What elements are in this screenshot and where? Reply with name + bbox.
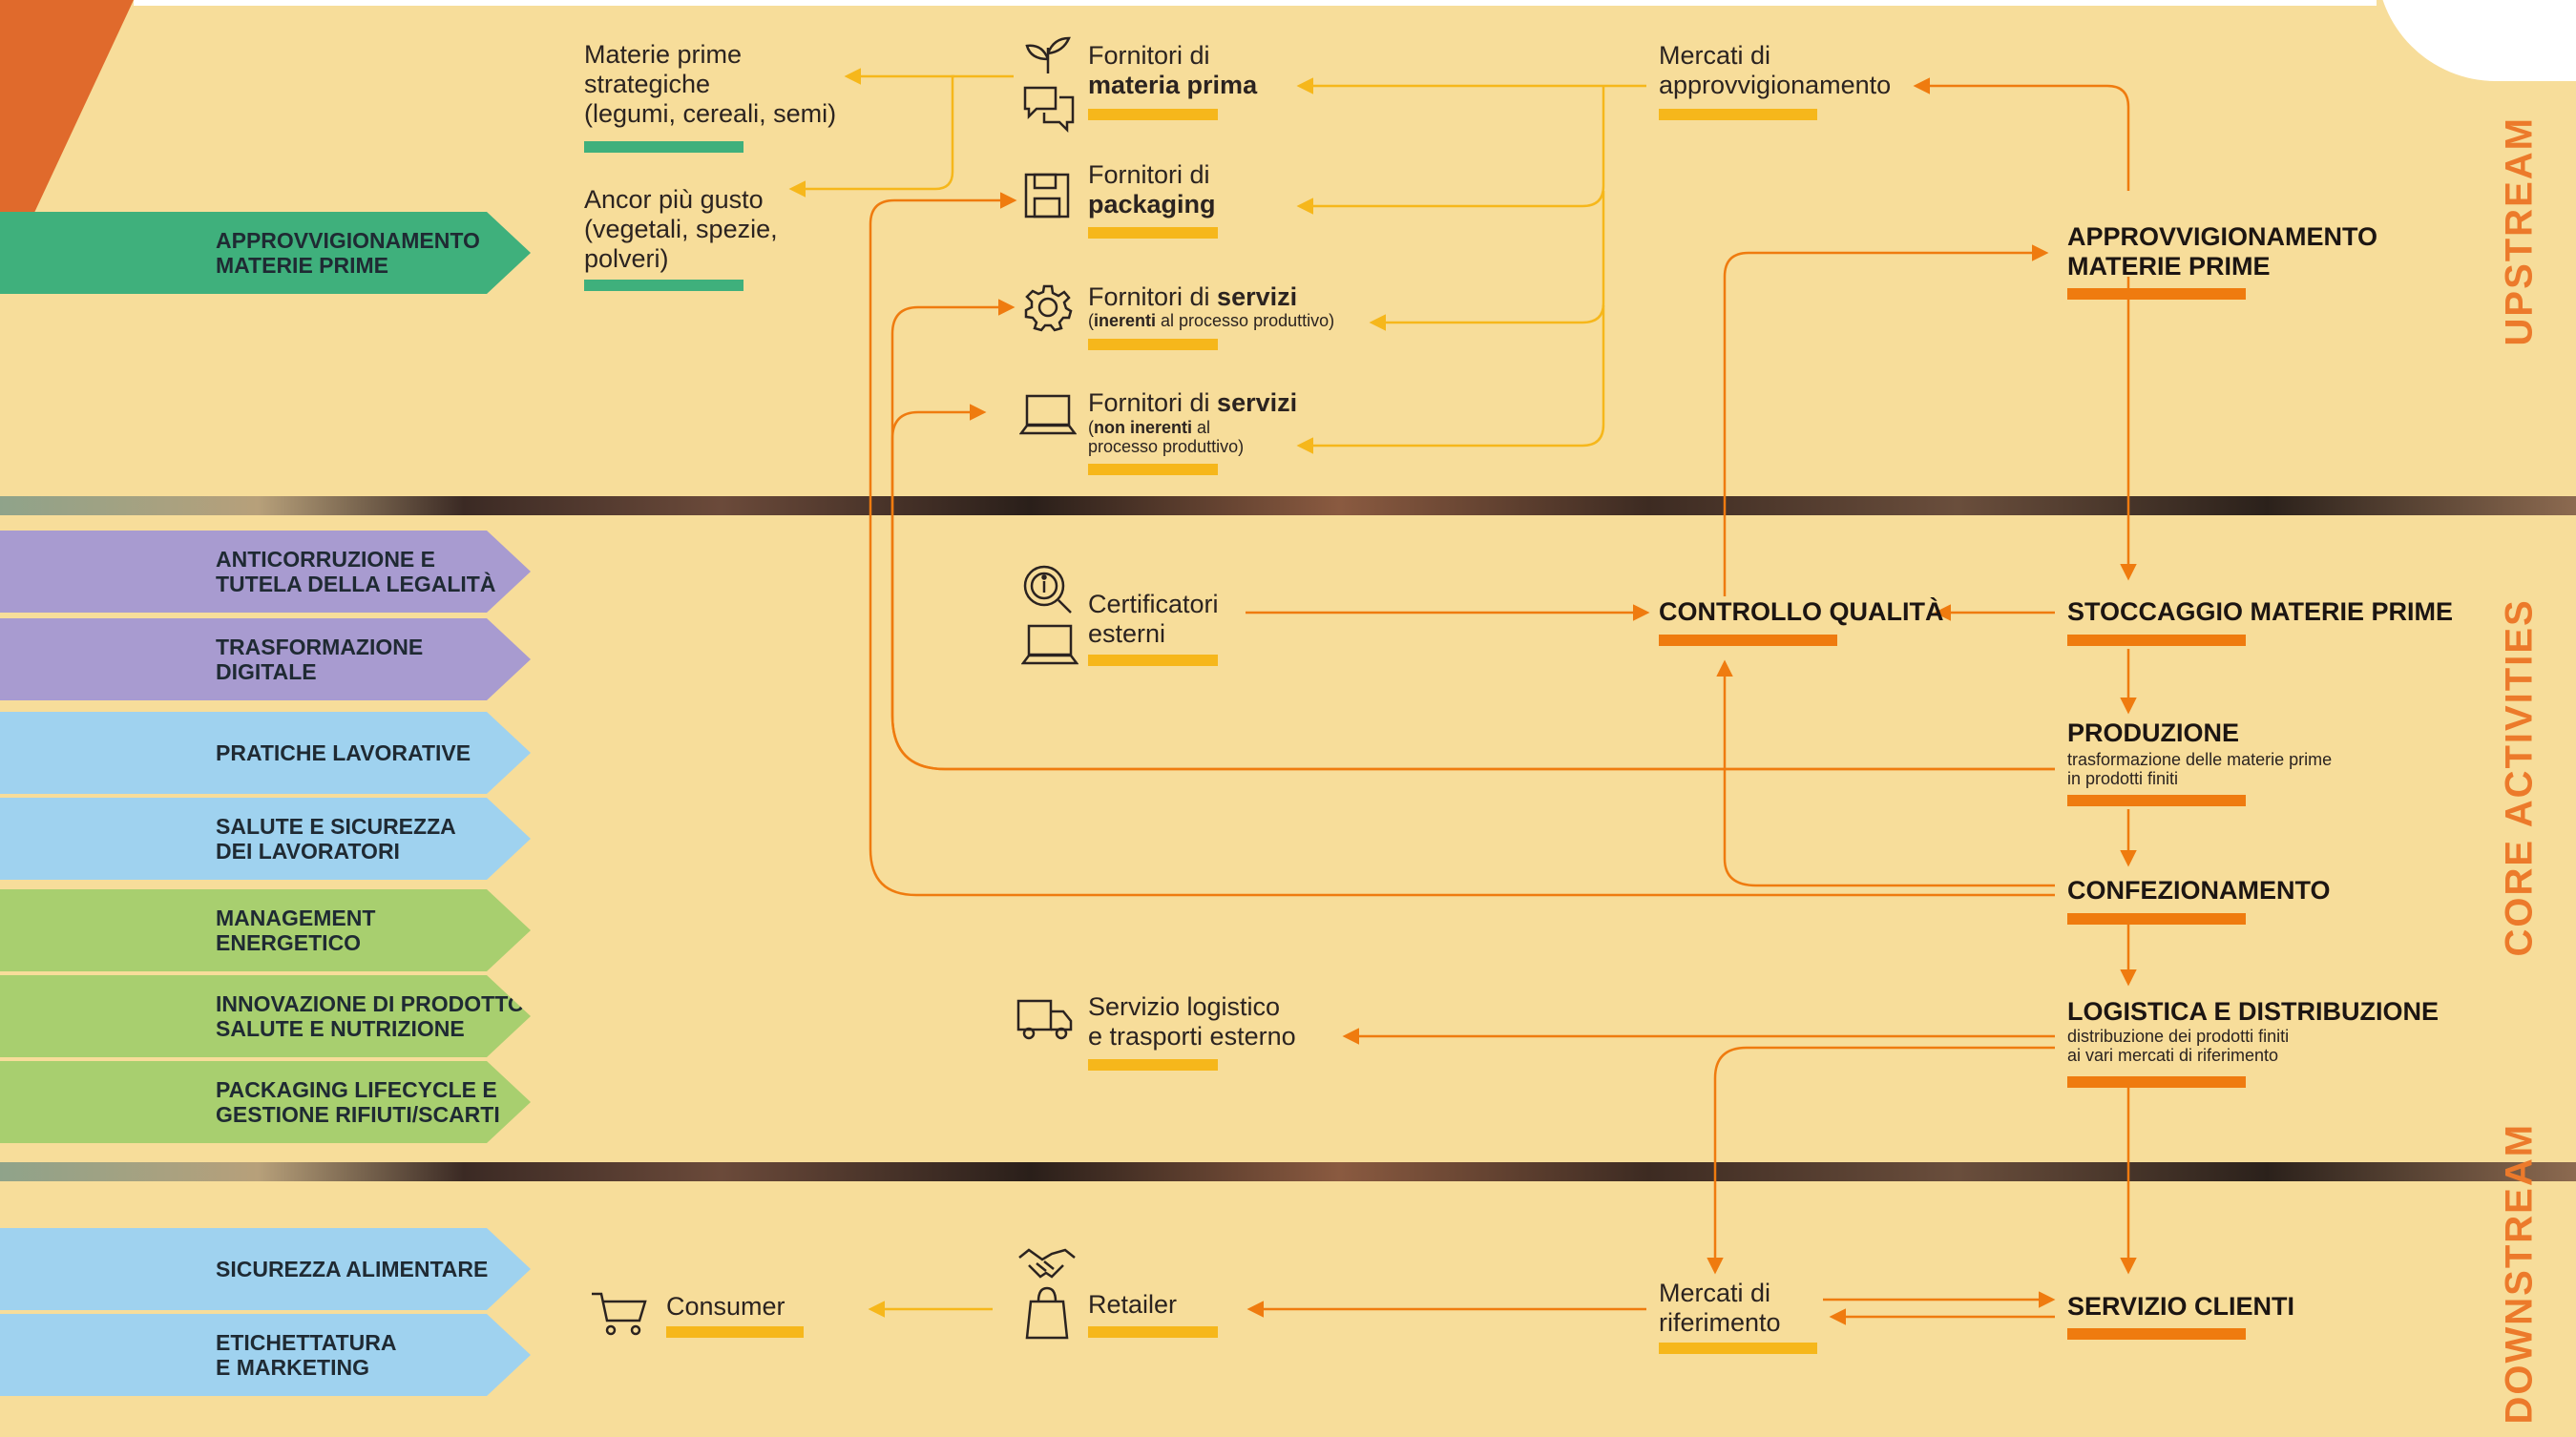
ancor-piu-gusto: Ancor più gusto (vegetali, spezie, polve… xyxy=(584,185,778,273)
fornitori-servizi-inerenti-bar xyxy=(1088,339,1218,350)
tag-sicurezza-alimentare: SICUREZZA ALIMENTARE xyxy=(0,1228,531,1310)
plant-chat-icon xyxy=(1019,31,1077,138)
top-white-strip xyxy=(134,0,2377,6)
stoccaggio-materie-prime: STOCCAGGIO MATERIE PRIME xyxy=(2067,597,2454,626)
tag-packaging-lifecycle: PACKAGING LIFECYCLE E GESTIONE RIFIUTI/S… xyxy=(0,1061,531,1143)
tag-approvvigionamento: APPROVVIGIONAMENTO MATERIE PRIME xyxy=(0,212,531,294)
mercati-di-riferimento: Mercati di riferimento xyxy=(1659,1279,1781,1337)
handshake-bag-icon xyxy=(1017,1242,1077,1346)
servizio-logistico-bar xyxy=(1088,1059,1218,1071)
fornitori-servizi-non-inerenti-sub: (non inerenti al processo produttivo) xyxy=(1088,418,1245,456)
fornitori-servizi-non-inerenti: Fornitori di servizi xyxy=(1088,388,1298,417)
approvvigionamento-materie-prime: APPROVVIGIONAMENTO MATERIE PRIME xyxy=(2067,222,2378,281)
controllo-qualita: CONTROLLO QUALITÀ xyxy=(1659,597,1944,626)
fornitori-servizi-inerenti-sub: (inerenti al processo produttivo) xyxy=(1088,311,1335,330)
produzione-bar xyxy=(2067,795,2246,806)
confezionamento: CONFEZIONAMENTO xyxy=(2067,876,2331,905)
fornitori-packaging-bar xyxy=(1088,227,1218,239)
logistica-bar xyxy=(2067,1076,2246,1088)
tag-etichettatura: ETICHETTATURA E MARKETING xyxy=(0,1314,531,1396)
certificatori-bar xyxy=(1088,655,1218,666)
servizio-clienti-bar xyxy=(2067,1328,2246,1340)
materie-prime-strategiche: Materie prime strategiche (legumi, cerea… xyxy=(584,40,837,128)
fornitori-servizi-inerenti: Fornitori di servizi xyxy=(1088,282,1298,311)
consumer: Consumer xyxy=(666,1292,785,1321)
produzione: PRODUZIONE xyxy=(2067,718,2240,747)
gear-icon xyxy=(1023,282,1073,337)
tag-trasformazione-digitale: TRASFORMAZIONE DIGITALE xyxy=(0,618,531,700)
servizio-clienti: SERVIZIO CLIENTI xyxy=(2067,1292,2295,1321)
tag-management-energetico: MANAGEMENT ENERGETICO xyxy=(0,889,531,971)
retailer: Retailer xyxy=(1088,1290,1178,1319)
servizio-logistico: Servizio logistico e trasporti esterno xyxy=(1088,992,1296,1051)
truck-icon xyxy=(1016,998,1075,1047)
approvvigionamento-bar xyxy=(2067,288,2246,300)
materie-prime-bar xyxy=(584,141,743,153)
retailer-bar xyxy=(1088,1326,1218,1338)
confezionamento-bar xyxy=(2067,913,2246,925)
tag-pratiche-lavorative: PRATICHE LAVORATIVE xyxy=(0,712,531,794)
logistica-sub: distribuzione dei prodotti finiti ai var… xyxy=(2067,1027,2290,1065)
laptop-icon xyxy=(1018,393,1078,442)
tag-anticorruzione: ANTICORRUZIONE E TUTELA DELLA LEGALITÀ xyxy=(0,531,531,613)
produzione-sub: trasformazione delle materie prime in pr… xyxy=(2067,750,2333,788)
mercati-approvvigionamento-bar xyxy=(1659,109,1817,120)
ancor-piu-gusto-bar xyxy=(584,280,743,291)
tag-innovazione-prodotto: INNOVAZIONE DI PRODOTTO SALUTE E NUTRIZI… xyxy=(0,975,531,1057)
tag-salute-sicurezza: SALUTE E SICUREZZA DEI LAVORATORI xyxy=(0,798,531,880)
fornitori-materia-prima-bar xyxy=(1088,109,1218,120)
mercati-riferimento-bar xyxy=(1659,1343,1817,1354)
cart-icon xyxy=(590,1290,649,1343)
stoccaggio-bar xyxy=(2067,635,2246,646)
mercati-approvvigionamento: Mercati di approvvigionamento xyxy=(1659,41,1892,99)
certificatori-esterni: Certificatori esterni xyxy=(1088,590,1219,648)
core-downstream-divider xyxy=(0,1162,2576,1181)
controllo-qualita-bar xyxy=(1659,635,1837,646)
fornitori-servizi-non-inerenti-bar xyxy=(1088,464,1218,475)
magnifier-info-icon xyxy=(1020,563,1079,673)
upstream-core-divider xyxy=(0,496,2576,515)
logistica-distribuzione: LOGISTICA E DISTRIBUZIONE xyxy=(2067,997,2440,1026)
consumer-bar xyxy=(666,1326,804,1338)
floppy-disk-icon xyxy=(1023,172,1071,224)
